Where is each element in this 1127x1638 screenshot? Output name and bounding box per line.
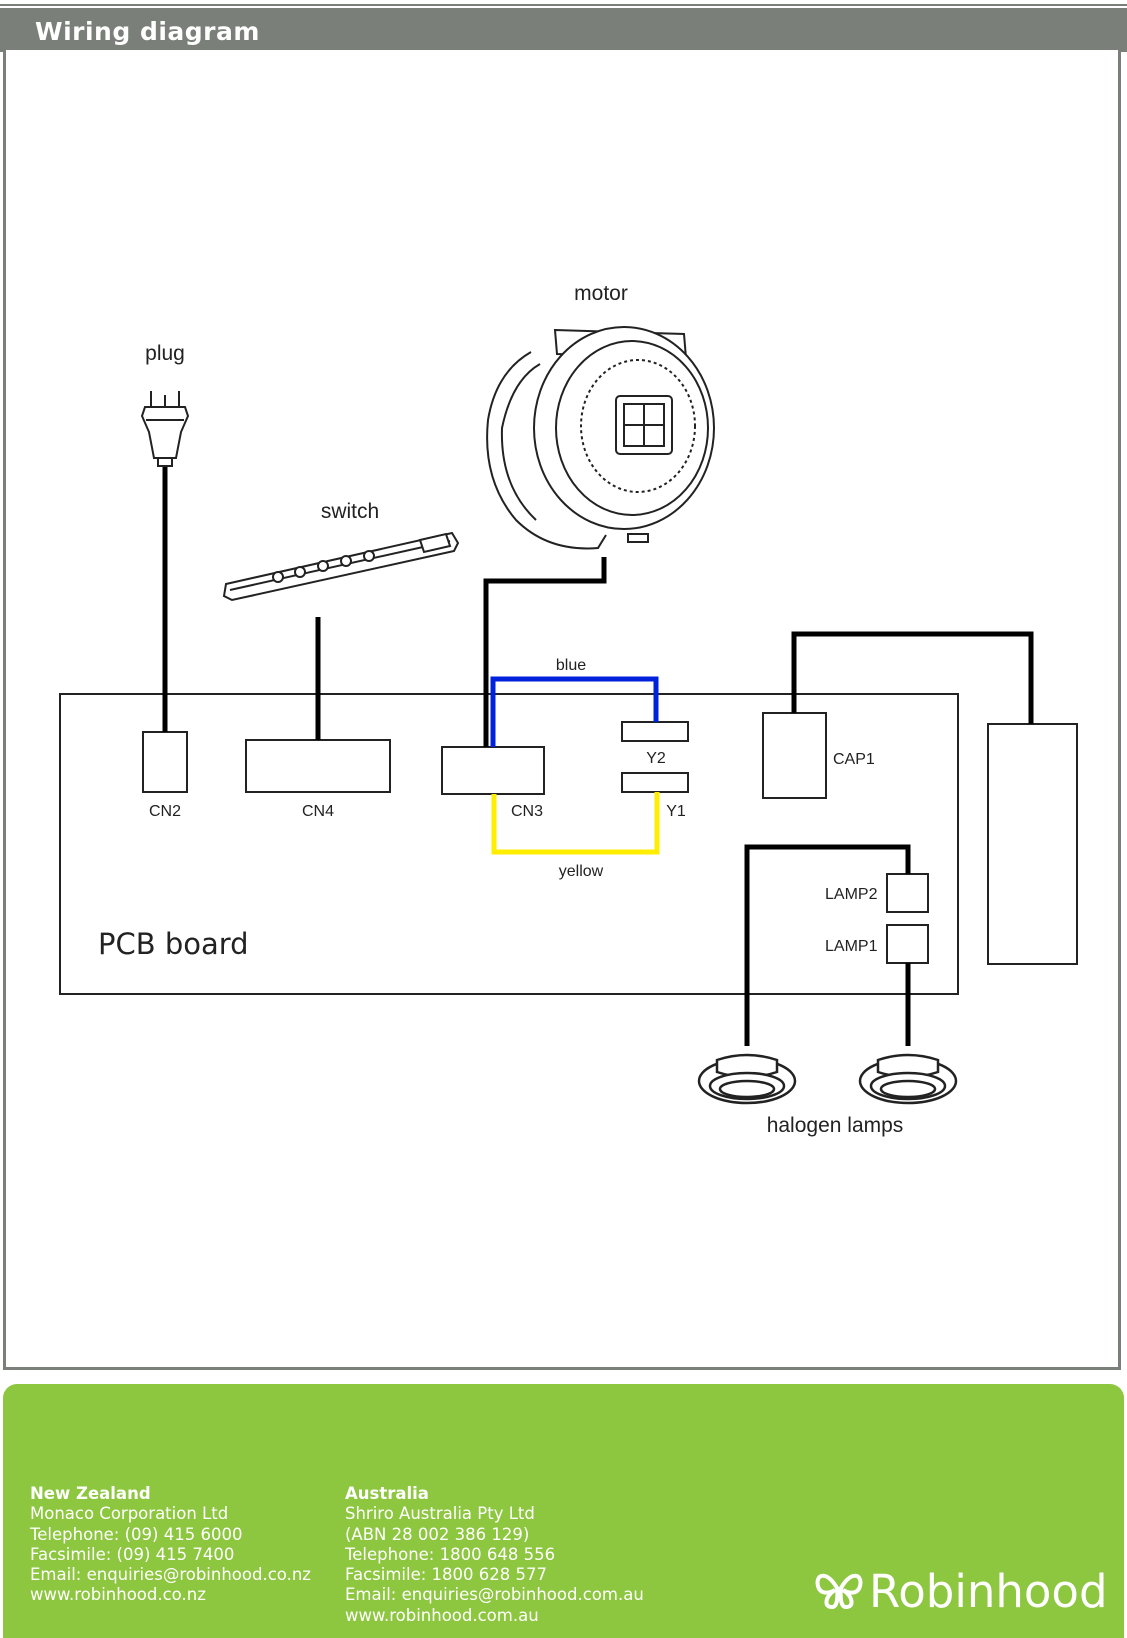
contact-email[interactable]: Email: enquiries@robinhood.co.nz xyxy=(30,1565,311,1585)
butterfly-icon xyxy=(815,1573,863,1609)
contact-line: Shriro Australia Pty Ltd xyxy=(345,1504,535,1524)
contact-heading-nz: New Zealand xyxy=(30,1484,151,1503)
capacitor-cap1 xyxy=(762,712,827,799)
label-y1: Y1 xyxy=(666,803,686,820)
label-cap1: CAP1 xyxy=(833,751,875,768)
contact-abn: (ABN 28 002 386 129) xyxy=(345,1524,530,1544)
plug-drawing xyxy=(140,391,190,467)
contact-phone: Telephone: (09) 415 6000 xyxy=(30,1524,243,1544)
header-top-rule xyxy=(0,4,1127,6)
terminal-y2 xyxy=(621,721,689,742)
contact-phone: Telephone: 1800 648 556 xyxy=(345,1544,556,1564)
label-motor: motor xyxy=(574,282,628,305)
halogen-lamp-right xyxy=(858,1053,958,1105)
label-cn3: CN3 xyxy=(511,803,543,820)
connector-cn2 xyxy=(142,731,188,793)
terminal-y1 xyxy=(621,772,689,793)
label-lamp2: LAMP2 xyxy=(825,886,878,903)
contact-line: Monaco Corporation Ltd xyxy=(30,1504,229,1524)
switch-drawing xyxy=(222,531,460,602)
connector-cn4 xyxy=(245,739,391,793)
label-cn4: CN4 xyxy=(302,803,334,820)
section-header: Wiring diagram xyxy=(0,8,1127,52)
robinhood-logo: Robinhood xyxy=(815,1565,1108,1616)
contact-fax: Facsimile: (09) 415 7400 xyxy=(30,1544,235,1564)
pcb-board-outline xyxy=(59,693,959,995)
wire-lamp2 xyxy=(744,844,911,1046)
halogen-lamps-drawing xyxy=(697,1053,958,1105)
footer: New Zealand Monaco Corporation Ltd Telep… xyxy=(3,1384,1124,1638)
label-y2: Y2 xyxy=(646,750,666,767)
label-lamp1: LAMP1 xyxy=(825,938,878,955)
wire-cap1-capacitor xyxy=(791,631,1034,724)
label-plug: plug xyxy=(145,342,185,365)
wire-motor-cn3 xyxy=(483,557,607,747)
connector-lamp2 xyxy=(886,873,929,913)
label-halogen-lamps: halogen lamps xyxy=(767,1114,904,1137)
black-wires xyxy=(162,466,1034,1046)
section-title: Wiring diagram xyxy=(35,17,260,46)
diagram-frame xyxy=(3,50,1121,1370)
halogen-lamp-left xyxy=(697,1053,797,1105)
label-yellow-wire: yellow xyxy=(559,863,604,880)
contact-new-zealand: New Zealand Monaco Corporation Ltd Telep… xyxy=(30,1484,311,1606)
label-pcb-board: PCB board xyxy=(98,927,249,961)
motor-drawing xyxy=(486,326,715,550)
wire-blue xyxy=(490,676,659,747)
contact-australia: Australia Shriro Australia Pty Ltd (ABN … xyxy=(345,1484,644,1626)
contact-email[interactable]: Email: enquiries@robinhood.com.au xyxy=(345,1585,644,1605)
brand-wordmark: Robinhood xyxy=(869,1565,1108,1616)
contact-heading-au: Australia xyxy=(345,1484,429,1503)
label-cn2: CN2 xyxy=(149,803,181,820)
connector-cn3 xyxy=(441,746,545,795)
label-switch: switch xyxy=(321,500,379,523)
wiring-diagram: motor plug switch blue yellow CN2 CN4 CN… xyxy=(59,282,1078,1137)
connector-lamp1 xyxy=(886,924,929,964)
label-blue-wire: blue xyxy=(556,657,586,674)
wire-yellow xyxy=(491,792,660,855)
contact-website[interactable]: www.robinhood.co.nz xyxy=(30,1585,206,1605)
contact-website[interactable]: www.robinhood.com.au xyxy=(345,1605,539,1625)
contact-fax: Facsimile: 1800 628 577 xyxy=(345,1565,548,1585)
capacitor-body xyxy=(987,723,1078,965)
